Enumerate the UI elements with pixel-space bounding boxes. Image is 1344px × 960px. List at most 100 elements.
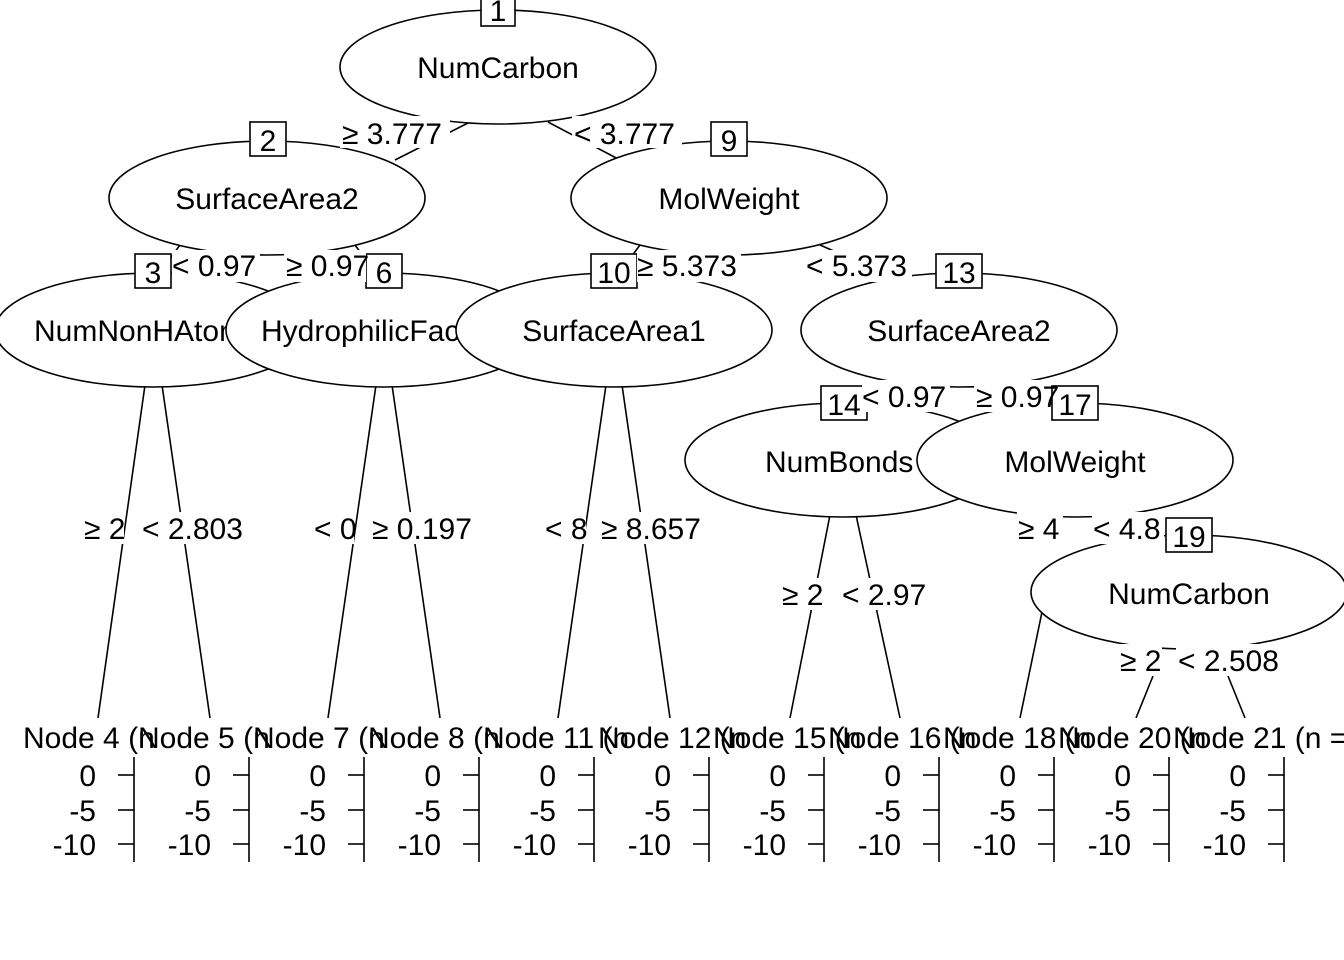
terminal-node: Node 20 (n0-5-10 — [1058, 722, 1206, 862]
terminal-node: Node 5 (n 0-5-10 — [138, 722, 270, 862]
tick-label: 0 — [884, 760, 901, 793]
node-17: MolWeight — [916, 402, 1234, 518]
tick-label: 0 — [194, 760, 211, 793]
node-2: 2 SurfaceArea2 — [108, 121, 426, 256]
tick-label: -10 — [628, 829, 671, 862]
tick-label: 0 — [309, 760, 326, 793]
terminal-node: Node 11 (n0-5-10 — [483, 722, 629, 862]
tick-label: 0 — [654, 760, 671, 793]
tick-label: -10 — [168, 829, 211, 862]
node-10: 10 SurfaceArea1 — [455, 253, 773, 388]
node-17-id: 17 — [1051, 385, 1099, 422]
edge-label: < 5.373 — [806, 250, 907, 283]
terminal-label: Node 12 (n — [598, 722, 746, 755]
node-variable: NumNonHAtoms — [34, 315, 259, 348]
terminal-label: Node 16 (n — [828, 722, 976, 755]
edge-label: < 2.97 — [842, 579, 926, 612]
edge-14-15 — [789, 514, 831, 719]
node-id: 2 — [260, 125, 277, 158]
node-variable: NumCarbon — [417, 52, 579, 85]
edge-label: ≥ 5.373 — [637, 250, 737, 283]
tick-label: -5 — [874, 795, 901, 828]
node-id-box — [590, 253, 638, 289]
node-14-id: 14 — [820, 385, 868, 422]
node-id: 17 — [1058, 389, 1091, 422]
terminal-label: Node 15 (n — [713, 722, 861, 755]
terminal-node: Node 7 (n0-5-10 — [253, 722, 385, 862]
tick-label: -5 — [644, 795, 671, 828]
edge-label: < 2.803 — [142, 513, 243, 546]
terminal-node: Node 8 (n0-5-10 — [368, 722, 500, 862]
node-variable: MolWeight — [658, 183, 800, 216]
node-variable: SurfaceArea2 — [867, 315, 1050, 348]
terminal-label: Node 5 (n — [138, 722, 270, 755]
terminal-label: Node 21 (n = — [1173, 722, 1344, 755]
edge-label: < 0.97 — [862, 381, 946, 414]
edge-14-16 — [855, 514, 901, 719]
tick-label: -5 — [414, 795, 441, 828]
node-id-box — [710, 121, 748, 157]
tick-label: -5 — [1104, 795, 1131, 828]
terminal-node: Node 16 (n 0-5-10 — [828, 722, 976, 862]
tick-label: -5 — [184, 795, 211, 828]
edge-label: < 3.777 — [574, 118, 675, 151]
node-id-box — [480, 0, 516, 27]
edge-label: < 2.508 — [1178, 645, 1279, 678]
edge-label: < 0.97 — [172, 250, 256, 283]
edge-label: ≥ 2 — [782, 579, 823, 612]
edge-labels: ≥ 3.777 < 3.777 < 0.97 ≥ 0.97 ≥ 5.373 < … — [82, 116, 1288, 678]
terminal-node: Node 18 (n0-5-10 — [943, 722, 1091, 862]
node-id: 13 — [942, 257, 975, 290]
tick-label: -10 — [53, 829, 96, 862]
edge-label: ≥ 3.777 — [342, 118, 442, 151]
edge-label: < 8 — [545, 513, 588, 546]
edge-6-7 — [327, 384, 377, 719]
tick-label: -10 — [1088, 829, 1131, 862]
edge-label: ≥ 2 — [84, 513, 125, 546]
tick-label: 0 — [999, 760, 1016, 793]
edge-3-4 — [97, 384, 146, 719]
tick-label: -5 — [759, 795, 786, 828]
terminal-node: Node 12 (n 0-5-10 — [598, 722, 746, 862]
edge-3-5 — [161, 384, 211, 719]
node-variable: NumCarbon — [1108, 578, 1270, 611]
terminal-node: Node 21 (n =0-5-10 — [1173, 722, 1344, 862]
tick-label: -10 — [513, 829, 556, 862]
terminal-label: Node 8 (n — [368, 722, 500, 755]
tick-label: -10 — [743, 829, 786, 862]
node-variable: NumBonds — [765, 446, 913, 479]
tick-label: 0 — [1114, 760, 1131, 793]
edge-label: ≥ 8.657 — [601, 513, 701, 546]
terminal-label: Node 18 (n — [943, 722, 1091, 755]
tick-label: -5 — [989, 795, 1016, 828]
node-id: 14 — [827, 389, 860, 422]
edge-19-21 — [1227, 675, 1246, 719]
node-id: 1 — [490, 0, 507, 28]
terminal-label: Node 4 (n — [23, 722, 155, 755]
node-19: 19 NumCarbon — [1030, 517, 1344, 650]
terminal-node: Node 4 (n0-5-10 — [23, 722, 155, 862]
tick-label: -5 — [1219, 795, 1246, 828]
node-id-box — [249, 121, 287, 157]
node-variable: MolWeight — [1004, 446, 1146, 479]
edge-label: ≥ 0.97 — [286, 250, 369, 283]
edge-label: ≥ 0.97 — [976, 381, 1059, 414]
node-variable: SurfaceArea1 — [522, 315, 705, 348]
node-variable: SurfaceArea2 — [175, 183, 358, 216]
edge-label: < 4.8 — [1093, 513, 1161, 546]
edge-label: ≥ 2 — [1120, 645, 1161, 678]
node-id-box — [1165, 517, 1213, 553]
edge-17-18 — [1019, 611, 1043, 719]
tick-label: -10 — [1203, 829, 1246, 862]
edge-10-12 — [621, 384, 671, 719]
tick-label: -10 — [858, 829, 901, 862]
tick-label: -5 — [69, 795, 96, 828]
edge-10-11 — [557, 384, 607, 719]
node-6-id: 6 — [365, 253, 403, 290]
terminal-label: Node 11 (n — [483, 722, 629, 755]
edge-label: ≥ 0.197 — [372, 513, 472, 546]
tick-label: -5 — [299, 795, 326, 828]
tick-label: 0 — [769, 760, 786, 793]
edge-label: < 0 — [314, 513, 357, 546]
